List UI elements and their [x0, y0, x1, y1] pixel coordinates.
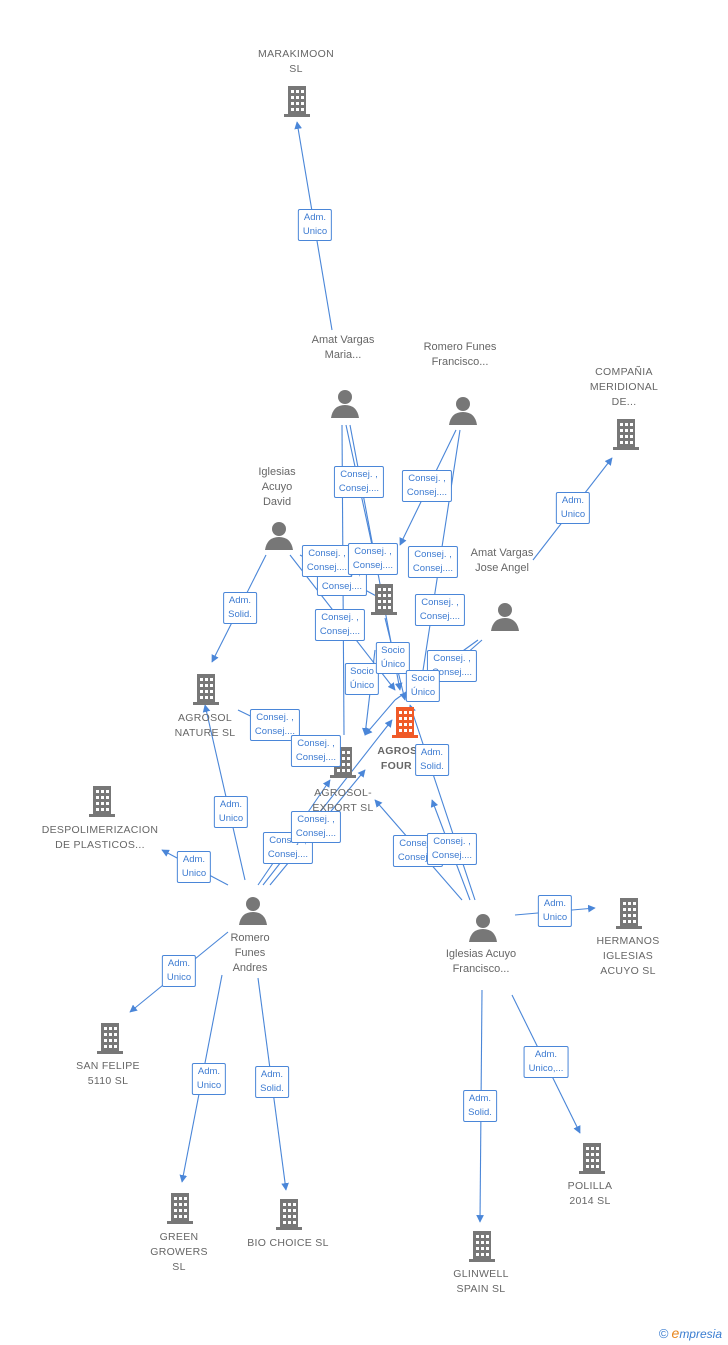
building-icon [469, 1231, 495, 1262]
person-label: Iglesias Acuyo Francisco... [445, 948, 517, 975]
person-node-romero-andres[interactable]: Romero Funes Andres [225, 931, 275, 976]
company-label: GREEN GROWERS SL [150, 1231, 208, 1273]
person-label: Romero Funes Francisco... [423, 341, 497, 368]
company-node-glinwell[interactable]: GLINWELL SPAIN SL [448, 1267, 514, 1297]
edge-label-consej[interactable]: Consej. ,Consej.... [314, 609, 366, 641]
edge-label-consej[interactable]: Adm.Solid. [415, 744, 449, 776]
person-node-amat-jose[interactable]: Amat Vargas Jose Angel [467, 546, 537, 576]
person-node-iglesias-david[interactable]: Iglesias Acuyo David [247, 465, 307, 510]
person-label: Amat Vargas Maria... [311, 334, 375, 361]
building-icon [616, 898, 642, 929]
person-label: Amat Vargas Jose Angel [470, 547, 534, 574]
company-label: SAN FELIPE 5110 SL [76, 1060, 140, 1087]
edge-label-consej[interactable]: Consej. ,Consej.... [333, 466, 385, 498]
company-node-hermanos[interactable]: HERMANOS IGLESIAS ACUYO SL [588, 934, 668, 979]
company-node-compania[interactable]: COMPAÑIA MERIDIONAL DE... [584, 365, 664, 410]
edge-label-consej[interactable]: Consej. ,Consej.... [290, 811, 342, 843]
company-label: AGROSOL NATURE SL [174, 712, 236, 739]
edge-label-socio-unico[interactable]: Consej. ,Consej.... [249, 709, 301, 741]
company-node-bio-choice[interactable]: BIO CHOICE SL [247, 1236, 329, 1251]
edge-label-consej[interactable]: Consej. ,Consej.... [414, 594, 466, 626]
building-icon [276, 1199, 302, 1230]
company-node-agrosol-nature[interactable]: AGROSOL NATURE SL [167, 711, 243, 741]
edge-label-adm-unico[interactable]: Adm.Unico [555, 492, 591, 524]
person-node-romero-francisco[interactable]: Romero Funes Francisco... [415, 340, 505, 370]
building-icon [89, 786, 115, 817]
company-node-marakimoon[interactable]: MARAKIMOON SL [251, 47, 341, 77]
person-icon [239, 897, 267, 925]
edge-label-adm-solid[interactable]: Adm.Solid. [223, 592, 257, 624]
edge-label-consej[interactable]: Consej. ,Consej.... [347, 543, 399, 575]
building-icon[interactable] [369, 582, 399, 616]
person-node-iglesias-francisco[interactable]: Iglesias Acuyo Francisco... [443, 947, 519, 977]
person-icon [265, 522, 293, 550]
person-icon [469, 914, 497, 942]
edge-label-consej[interactable]: Consej. ,Consej.... [401, 470, 453, 502]
person-icon [449, 397, 477, 425]
building-icon [284, 86, 310, 117]
building-icon-focus [392, 707, 418, 738]
building-icon [167, 1193, 193, 1224]
edge-label-adm-unico[interactable]: Adm.Unico [161, 955, 197, 987]
company-label: MARAKIMOON SL [258, 48, 334, 75]
company-node-polilla[interactable]: POLILLA 2014 SL [565, 1179, 615, 1209]
edge-label-consej[interactable]: Consej. ,Consej.... [290, 735, 342, 767]
company-label: POLILLA 2014 SL [567, 1180, 613, 1207]
edge-label-adm-solid[interactable]: Adm.Solid. [463, 1090, 497, 1122]
company-label: GLINWELL SPAIN SL [453, 1268, 509, 1295]
edge-label-adm-unico[interactable]: Adm.Unico,... [523, 1046, 569, 1078]
edge-label-adm-solid[interactable]: Adm.Solid. [255, 1066, 289, 1098]
company-node-san-felipe[interactable]: SAN FELIPE 5110 SL [73, 1059, 143, 1089]
company-label: COMPAÑIA MERIDIONAL DE... [589, 366, 659, 408]
edge-label-consej[interactable]: Consej. ,Consej.... [301, 545, 353, 577]
empresia-logo[interactable]: ©empresia [658, 1325, 722, 1341]
edge-label-adm-solid[interactable]: Adm.Unico [213, 796, 249, 828]
building-icon [193, 674, 219, 705]
company-label: DESPOLIMERIZACION DE PLASTICOS... [41, 824, 159, 851]
person-icon [331, 390, 359, 418]
edge-label-adm-unico[interactable]: Adm.Unico [297, 209, 333, 241]
edge-label-consej[interactable]: Consej. ,Consej.... [407, 546, 459, 578]
person-icon [491, 603, 519, 631]
edge-label-adm-unico[interactable]: Adm.Unico [191, 1063, 227, 1095]
building-icon [97, 1023, 123, 1054]
person-label: Iglesias Acuyo David [258, 466, 296, 508]
company-node-green-growers[interactable]: GREEN GROWERS SL [144, 1230, 214, 1275]
building-icon [579, 1143, 605, 1174]
edge-label-adm-unico[interactable]: Adm.Unico [537, 895, 573, 927]
edge-label-adm-unico[interactable]: Adm.Unico [176, 851, 212, 883]
company-label: BIO CHOICE SL [247, 1237, 329, 1249]
edge-label-consej[interactable]: Consej. ,Consej.... [426, 833, 478, 865]
company-label: HERMANOS IGLESIAS ACUYO SL [596, 935, 660, 977]
company-node-despolimerizacion[interactable]: DESPOLIMERIZACION DE PLASTICOS... [38, 823, 162, 853]
building-icon [613, 419, 639, 450]
person-node-amat-maria[interactable]: Amat Vargas Maria... [311, 333, 375, 363]
copyright-icon: © [658, 1326, 669, 1341]
person-label: Romero Funes Andres [230, 932, 270, 974]
